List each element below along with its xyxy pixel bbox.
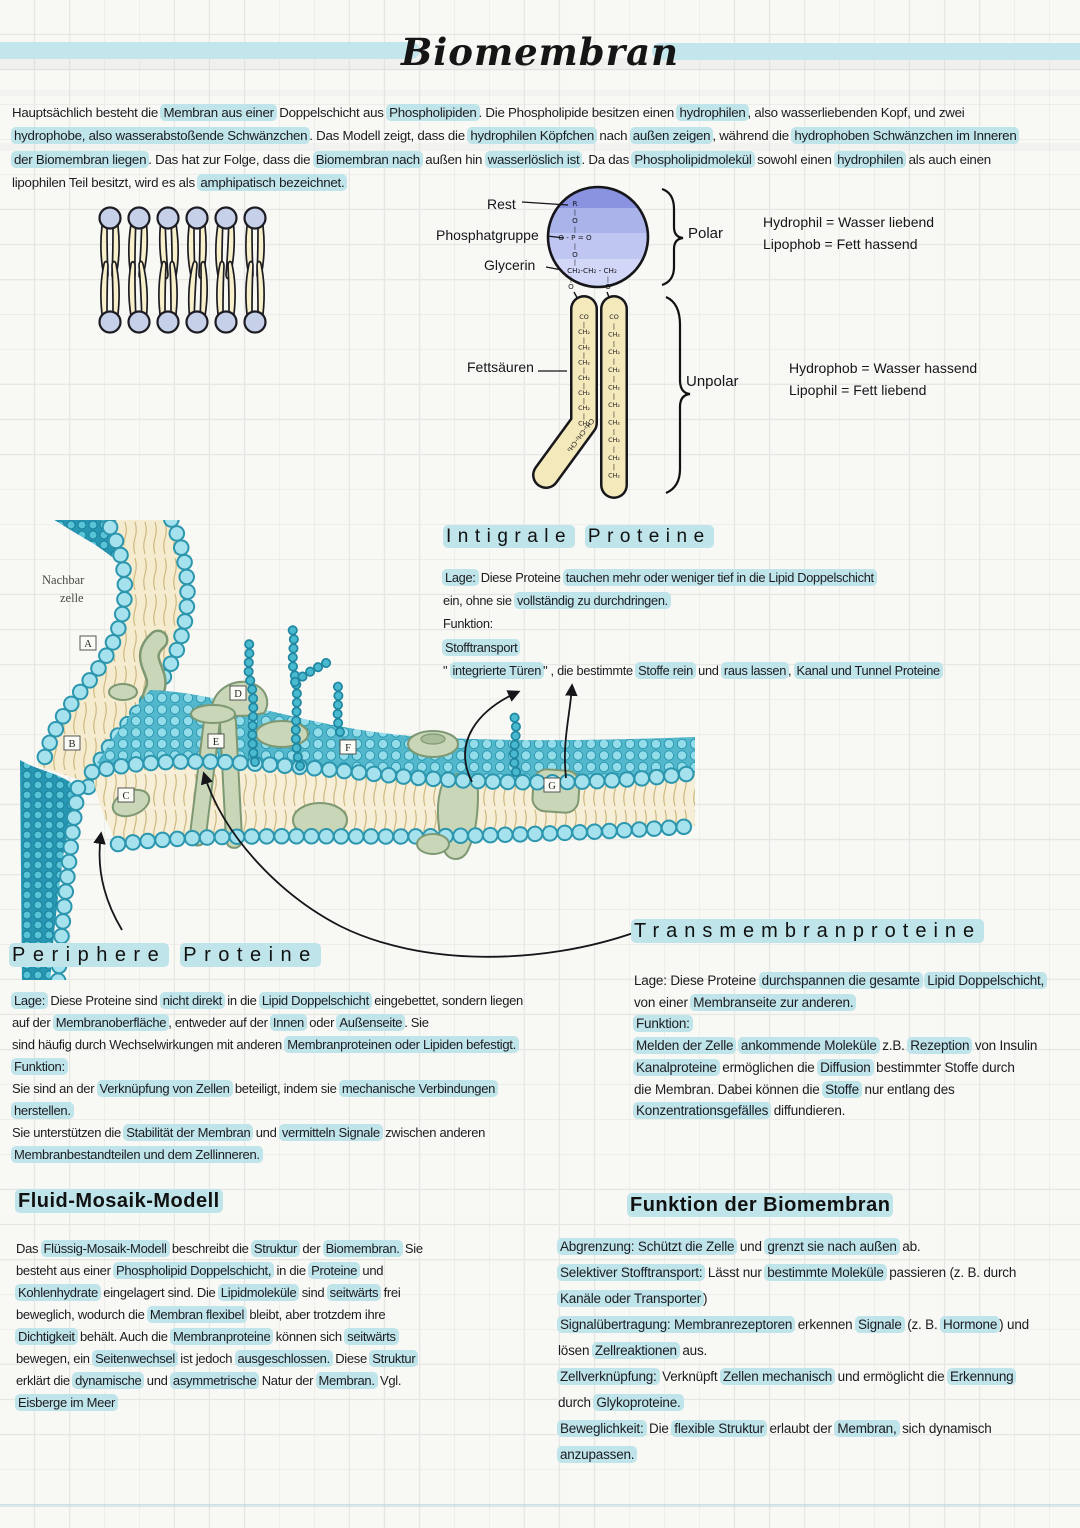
title-bar-left [0,42,420,59]
unpolar-brace [665,295,691,495]
label-c: C [117,787,135,803]
phospholipid-bilayer-figure [98,206,267,334]
svg-text:O: O [572,216,578,225]
svg-text:R: R [573,199,578,208]
heading-transmembranproteine: Transmembranproteine [631,919,985,943]
fluid-mosaik-modell-text: Das Flüssig-Mosaik-Modell beschreibt die… [15,1240,423,1411]
label-e: E [207,733,225,749]
svg-text:O: O [605,282,611,291]
svg-text:D: D [234,689,242,700]
svg-text:G: G [548,781,556,792]
protein-bottom-small [416,833,450,855]
title-bar-right [652,43,1080,60]
label-fettsaeuren: Fettsäuren [467,359,534,375]
braces [661,187,691,495]
page-title: Biomembran [400,30,680,74]
polar-brace [661,187,684,287]
label-unpolar: Unpolar [686,373,739,390]
fatty-acid-tails [532,295,628,499]
svg-text:O: O [568,282,574,291]
label-glycerin: Glycerin [484,257,536,273]
transmembrane-arrow [200,771,637,958]
label-d: D [229,685,247,701]
heading-intigrale-proteine: Intigrale Proteine [443,525,714,548]
svg-text:|: | [574,242,576,250]
heading-fluid-mosaik-modell: Fluid-Mosaik-Modell [15,1189,223,1213]
annotation-arrows [93,683,637,958]
protein-letter-labels: A B C D E F G [63,635,561,803]
membrane-illustration: Nachbar zelle [20,520,700,980]
heading-periphere-proteine: Periphere Proteine [9,943,321,967]
svg-text:|: | [607,275,609,283]
bilayer-top-row [98,206,267,280]
svg-text:O: O [572,250,578,259]
label-lines [521,201,569,372]
label-g: G [543,777,561,793]
svg-text:zelle: zelle [60,591,84,605]
transmembranproteine-text: Lage: Diese Proteine durchspannen die ge… [633,970,1080,1122]
phospholipid-molecule-figure: R | O | O - P = O | O | CH₂-CH₂ - CH₂ | … [521,185,691,499]
integral-arrow-2 [563,683,578,779]
bilayer-bottom-row [98,260,267,334]
molecule-formula: R | O | O - P = O | O | CH₂-CH₂ - CH₂ | … [558,199,617,291]
fatty-acid-left-formula: CO|CH₂|CH₂|CH₂|CH₂|CH₂|CH₂|CH₂ [578,313,590,427]
svg-text:|: | [570,275,572,283]
neighbor-cell-label: Nachbar [42,573,85,587]
svg-text:O - P = O: O - P = O [558,233,592,242]
label-f: F [339,739,357,755]
paper-streak [0,90,1080,96]
label-phosphatgruppe: Phosphatgruppe [436,227,539,243]
svg-text:A: A [84,639,92,650]
peripheral-arrow [93,831,123,931]
svg-text:|: | [574,225,576,233]
label-rest: Rest [487,196,516,212]
paper-bottom-rule [0,1504,1080,1507]
svg-text:E: E [213,737,219,748]
label-b: B [63,735,81,751]
integral-arrow-1 [464,690,521,783]
label-a: A [79,635,97,651]
glycoprotein-chains [243,623,521,777]
intro-paragraph: Hauptsächlich besteht die Membran aus ei… [11,101,1072,195]
svg-text:C: C [122,791,129,802]
funktion-der-biomembran-text: Abgrenzung: Schützt die Zelle und grenzt… [557,1238,1029,1463]
fatty-acid-right-formula: CO|CH₂|CH₂|CH₂|CH₂|CH₂|CH₂|CH₂|CH₂|CH₂ [608,313,620,479]
heading-funktion-der-biomembran: Funktion der Biomembran [627,1193,894,1217]
svg-text:|: | [574,208,576,216]
periphere-proteine-text: Lage: Diese Proteine sind nicht direkt i… [11,992,523,1163]
svg-text:|: | [574,258,576,266]
intigrale-proteine-text: Lage: Diese Proteine tauchen mehr oder w… [442,566,1063,682]
svg-text:B: B [68,739,75,750]
svg-text:CH₂-CH₂ - CH₂: CH₂-CH₂ - CH₂ [567,266,617,275]
label-polar: Polar [688,225,724,242]
svg-text:F: F [345,743,351,754]
